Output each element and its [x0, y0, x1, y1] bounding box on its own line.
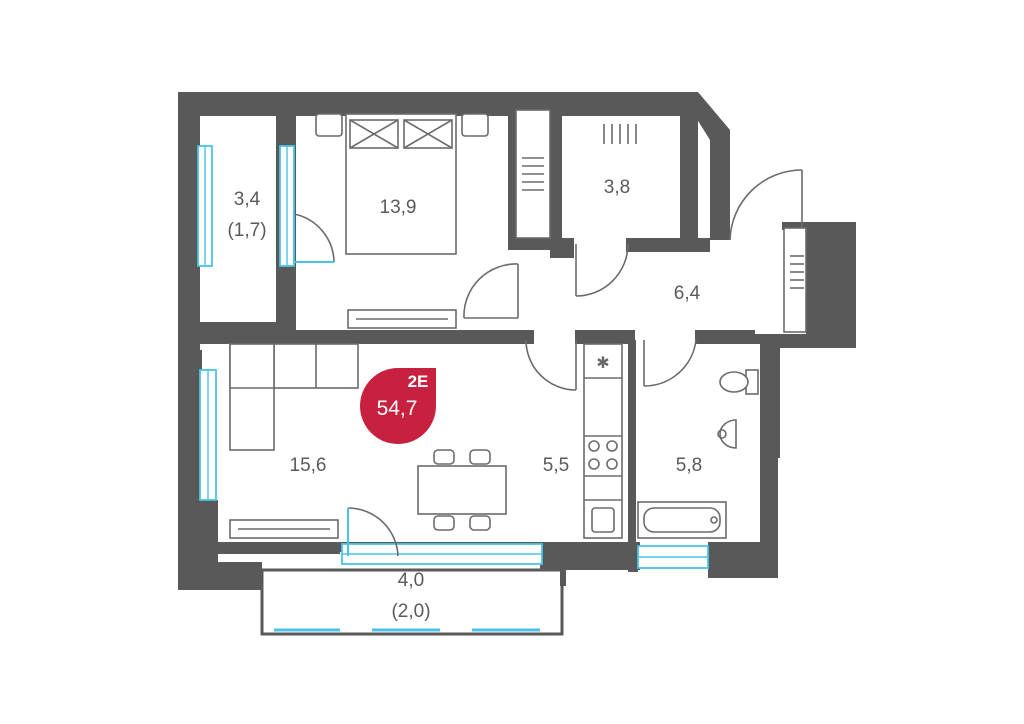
bed — [315, 113, 489, 255]
wall-top — [178, 92, 698, 116]
furniture: ✱ — [229, 109, 807, 539]
fridge-icon: ✱ — [596, 353, 609, 372]
wall-closet-bottom — [508, 238, 562, 250]
door-living — [525, 339, 577, 391]
hall-cabinet — [783, 227, 807, 333]
door-bathroom — [643, 339, 697, 387]
apartment-badge: 2E 54,7 — [360, 368, 436, 444]
balcony-bottom-frame — [260, 568, 564, 636]
door-bedroom — [463, 263, 519, 319]
room-area-bathroom: 5,8 — [676, 455, 702, 476]
room-labels: 3,4 (1,7) 13,9 3,8 6,4 15,6 5,5 5,8 4,0 … — [227, 177, 702, 622]
wall-wardrobe-left — [550, 108, 562, 258]
dining-table — [417, 449, 507, 531]
bathtub-icon — [637, 501, 727, 539]
room-area-kitchen: 5,5 — [543, 455, 569, 476]
wardrobe-rail — [603, 124, 637, 144]
wall-diagonal-right — [680, 92, 730, 240]
wall-bath-bottom-right — [708, 542, 778, 578]
wall-mid-right — [520, 330, 534, 344]
wall-left-upper — [178, 92, 200, 352]
toilet-icon — [719, 369, 759, 395]
room-area-bedroom: 13,9 — [380, 197, 417, 218]
room-area-hallway: 6,4 — [674, 283, 701, 304]
floor-balcony-left — [216, 116, 276, 322]
sink-icon — [591, 507, 615, 533]
room-area-living: 15,6 — [290, 455, 327, 476]
wall-bath-bottom-left — [628, 542, 638, 572]
wall-hall-top — [782, 222, 808, 230]
wall-kitchen-top — [575, 330, 635, 344]
bedroom-closet — [515, 109, 551, 239]
door-entrance — [729, 169, 803, 241]
room-area-balcony-left: 3,4 — [234, 189, 261, 210]
room-area-wardrobe: 3,8 — [604, 177, 630, 198]
windows — [197, 145, 709, 632]
wall-wardrobe-bottom-right — [626, 238, 710, 252]
badge-shape — [360, 368, 436, 444]
room-area-balcony-bottom: 4,0 — [398, 570, 424, 591]
wall-mid-horizontal — [200, 330, 520, 344]
doors — [293, 169, 803, 557]
wall-wardrobe-bottom-left — [562, 238, 574, 258]
wall-bottom-right-a — [540, 542, 640, 570]
floor-wardrobe — [562, 116, 680, 238]
kitchen-counter: ✱ — [583, 343, 623, 539]
wall-kitchen-bath — [628, 340, 636, 550]
washbasin-icon — [717, 419, 737, 449]
floor-balcony-bottom — [262, 570, 560, 630]
wall-wardrobe-right — [680, 92, 698, 242]
badge-total-area: 54,7 — [377, 397, 418, 420]
door-wardrobe — [575, 243, 629, 297]
room-reduced-area-balcony-left: (1,7) — [227, 220, 266, 241]
sofa — [229, 343, 359, 451]
wall-bath-right-a — [760, 340, 780, 458]
badge-type-code: 2E — [408, 372, 429, 391]
wall-bedroom-right-a — [508, 108, 516, 248]
room-reduced-area-balcony-bottom: (2,0) — [391, 601, 430, 622]
wall-hall-right — [806, 222, 856, 348]
wall-bottom-left — [200, 562, 262, 590]
wall-living-bottom-left — [218, 542, 340, 554]
